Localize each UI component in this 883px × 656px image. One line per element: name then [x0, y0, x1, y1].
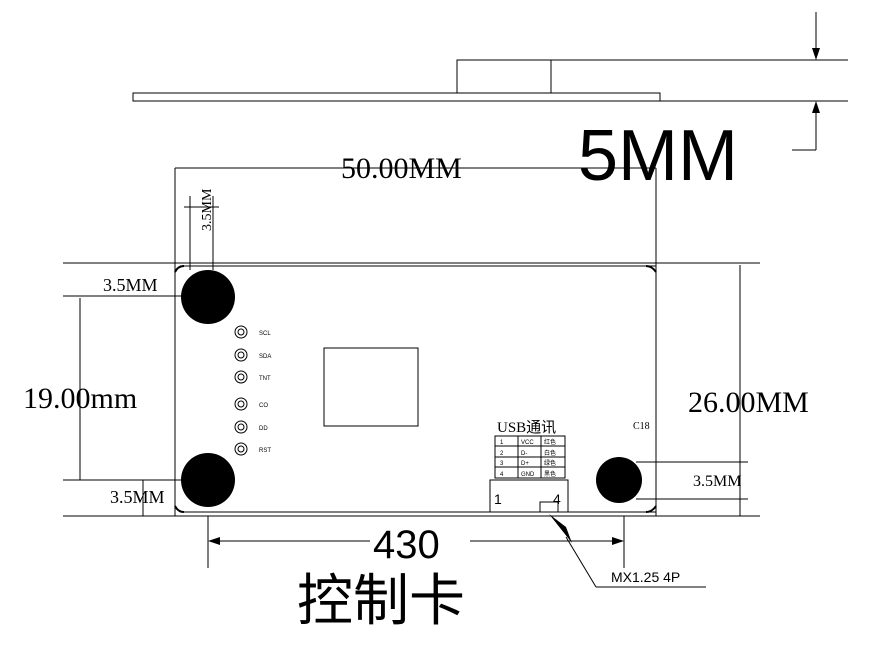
pin-table-cell: 1: [500, 440, 504, 446]
side-view: 5MM: [132, 12, 848, 196]
thickness-arrow-top-head: [812, 48, 820, 60]
usb-connector: 1 4: [489, 479, 569, 513]
pin-table: 1 VCC 红色 2 D- 白色 3 D+ 绿色 4 GND 黑色: [494, 435, 566, 479]
connector-outline: [489, 479, 569, 513]
connector-part-label: MX1.25 4P: [611, 569, 680, 585]
pad-3-ring: [234, 370, 248, 384]
chip-outline: [323, 347, 419, 427]
connector-pin-last: 4: [553, 491, 561, 507]
mounting-holes: [181, 270, 642, 507]
mounting-hole-top-left: [181, 270, 235, 324]
connector-key: [539, 501, 559, 513]
pin-table-cell: VCC: [521, 440, 534, 446]
pad-1-ring: [234, 325, 248, 339]
bottom-offset-dimension: 3.5MM: [110, 487, 165, 507]
pad-1-label: SCL: [259, 331, 271, 337]
pin-table-cell: 黑色: [544, 470, 556, 478]
pad-6-label: RST: [259, 448, 271, 454]
connector-pin-first: 1: [494, 491, 502, 507]
top-offset-dimension: 3.5MM: [200, 188, 215, 231]
thickness-arrow-bottom-head: [812, 101, 820, 113]
board: 50.00MM: [63, 152, 760, 517]
connector-leader: MX1.25 4P: [549, 514, 706, 588]
connector-distance-value: 430: [373, 523, 440, 567]
mounting-hole-bottom-left: [181, 453, 235, 507]
height-dimension: 26.00MM: [688, 386, 809, 419]
side-view-pcb: [132, 92, 661, 102]
pad-5-label: DD: [259, 426, 268, 432]
board-name: 控制卡: [297, 569, 465, 632]
pin-table-cell: 2: [500, 451, 504, 457]
pin-table-cell: 白色: [544, 449, 556, 457]
pin-table-cell: GND: [521, 472, 535, 478]
pad-4-label: CO: [259, 403, 268, 409]
pin-table-cell: D-: [521, 451, 527, 457]
pad-6-ring: [234, 442, 248, 456]
pad-5-ring: [234, 420, 248, 434]
mounting-hole-bottom-right: [596, 457, 642, 503]
pin-table-cell: D+: [521, 461, 529, 467]
hole-spacing-dimension: 19.00mm: [23, 382, 137, 415]
board-edges: [180, 265, 656, 513]
pin-table-cell: 绿色: [544, 459, 556, 467]
right-dimensions: 26.00MM 3.5MM: [636, 265, 809, 516]
pad-2-label: SDA: [259, 354, 271, 360]
top-hole-offset: 3.5MM: [184, 188, 219, 270]
pin-table-cell: 4: [500, 472, 504, 478]
leader-arrow-head: [549, 514, 572, 543]
dim-arrow-right: [612, 537, 624, 545]
pad-3-label: TNT: [259, 376, 271, 382]
board-corner-radii: [174, 265, 657, 513]
pad-4-ring: [234, 397, 248, 411]
pin-table-cell: 3: [500, 461, 504, 467]
connector-distance-dimension: 430: [207, 516, 625, 568]
right-offset-dimension: 3.5MM: [693, 473, 741, 490]
pad-2-ring: [234, 348, 248, 362]
usb-section: USB通讯 C18 1 VCC 红色 2 D- 白色 3 D+ 绿色 4 GND…: [494, 419, 650, 479]
thickness-dimension: 5MM: [578, 116, 738, 196]
side-view-component: [456, 59, 552, 94]
left-offset-dimension: 3.5MM: [103, 275, 158, 295]
usb-comm-label: USB通讯: [497, 419, 556, 436]
dim-arrow-left: [208, 537, 220, 545]
width-extension-lines: [174, 167, 657, 516]
width-dimension: 50.00MM: [341, 152, 462, 185]
pin-table-cell: 红色: [544, 438, 556, 446]
test-pads: SCL SDA TNT CO DD RST: [234, 325, 271, 456]
component-ref-label: C18: [633, 421, 650, 432]
left-dimensions: 3.5MM 19.00mm 3.5MM: [23, 275, 200, 516]
